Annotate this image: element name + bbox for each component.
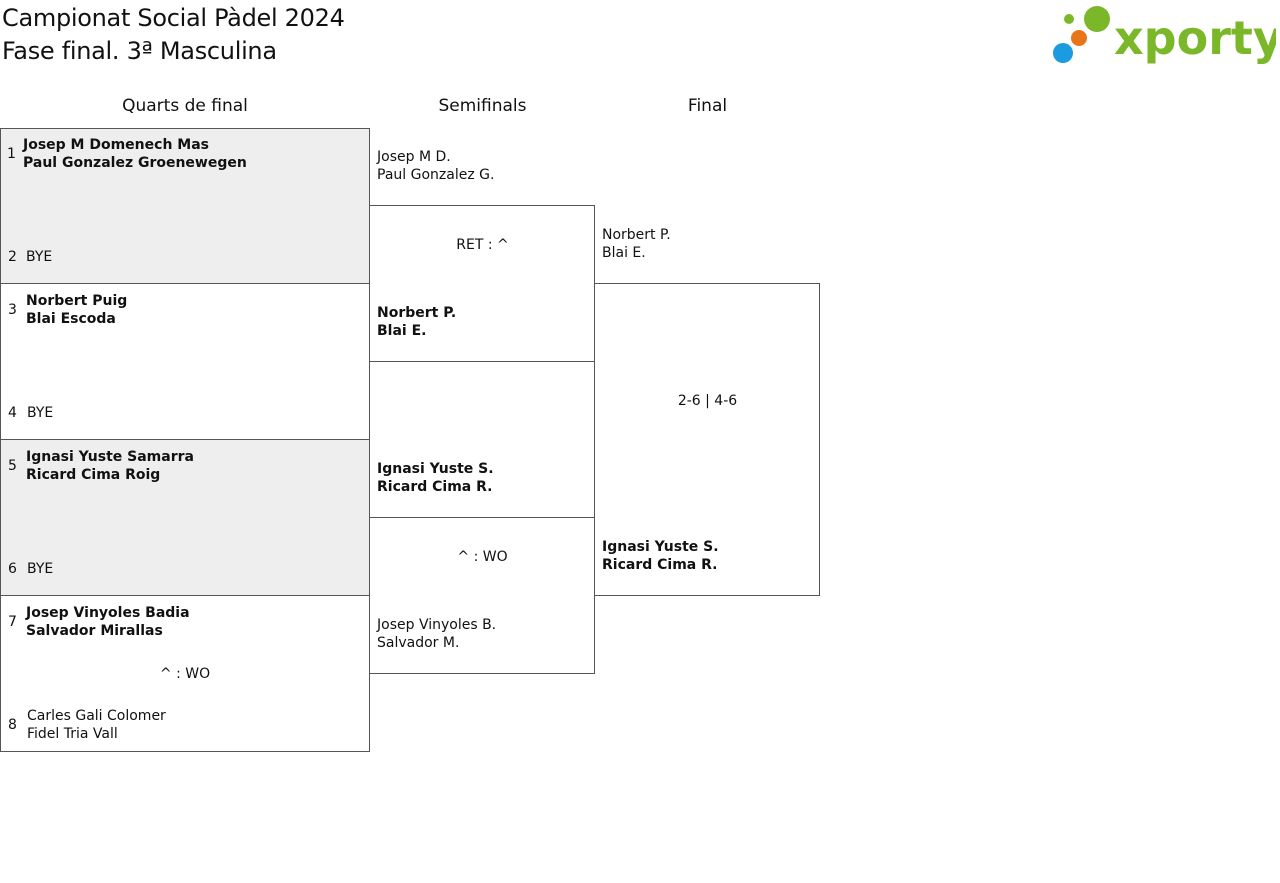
team-entry: Norbert P. Blai E. [377,304,456,340]
player-name: Josep Vinyoles B. [377,617,497,633]
team-entry: Norbert Puig Blai Escoda [26,292,127,328]
xporty-logo: xporty [1053,6,1276,65]
seed-number: 4 [8,405,17,421]
seed-number: 2 [8,249,17,265]
final-match [594,283,820,596]
round-header-semis: Semifinals [438,96,527,116]
player-name: Fidel Tria Vall [27,726,118,742]
match-score: 2-6 | 4-6 [677,393,738,409]
player-name: Ricard Cima R. [377,479,493,495]
player-name: Norbert P. [377,305,457,321]
team-entry: Ignasi Yuste Samarra Ricard Cima Roig [26,448,194,484]
match-score: RET : ^ [456,237,509,253]
seed-number: 3 [8,302,17,318]
logo-dot-green-large [1084,6,1110,32]
player-name: Josep M Domenech Mas [23,137,209,153]
player-name: Blai E. [602,245,646,261]
team-entry: Josep M Domenech Mas Paul Gonzalez Groen… [23,136,247,172]
match-score: ^ : WO [457,549,508,565]
team-entry: BYE [26,248,52,266]
logo-dot-blue [1053,43,1073,63]
team-entry: Norbert P. Blai E. [602,226,671,262]
team-entry: BYE [27,404,53,422]
player-name: Norbert Puig [26,293,128,309]
title-line-1: Campionat Social Pàdel 2024 [2,4,345,32]
player-name: Ignasi Yuste Samarra [26,449,194,465]
team-entry: Josep Vinyoles B. Salvador M. [377,616,496,652]
team-entry: BYE [27,560,53,578]
player-name: Carles Gali Colomer [27,708,166,724]
title-line-2: Fase final. 3ª Masculina [2,37,277,65]
team-entry: Josep M D. Paul Gonzalez G. [377,148,494,184]
round-header-quarters: Quarts de final [122,96,248,116]
seed-number: 1 [7,146,16,162]
player-name: Paul Gonzalez Groenewegen [23,155,247,171]
player-name: Ignasi Yuste S. [602,539,719,555]
team-entry: Carles Gali Colomer Fidel Tria Vall [27,707,166,743]
match-score: ^ : WO [159,666,211,682]
team-entry: Josep Vinyoles Badia Salvador Mirallas [26,604,190,640]
round-header-final: Final [687,96,728,116]
player-name: Ricard Cima R. [602,557,718,573]
logo-wordmark: xporty [1114,11,1276,65]
player-name: Ricard Cima Roig [26,467,161,483]
quarter-match-3 [0,439,370,596]
player-name: Ignasi Yuste S. [377,461,494,477]
player-name: Paul Gonzalez G. [377,167,495,183]
page-title: Campionat Social Pàdel 2024 Fase final. … [2,2,345,68]
team-entry: Ignasi Yuste S. Ricard Cima R. [377,460,494,496]
player-name: BYE [27,561,54,577]
logo-dot-green-small [1064,14,1074,24]
player-name: Blai Escoda [26,311,116,327]
player-name: Blai E. [377,323,427,339]
seed-number: 5 [8,458,17,474]
seed-number: 7 [8,614,17,630]
player-name: Salvador Mirallas [26,623,163,639]
seed-number: 8 [8,717,17,733]
player-name: Salvador M. [377,635,460,651]
player-name: Josep M D. [377,149,451,165]
player-name: BYE [27,405,54,421]
logo-dot-orange [1071,30,1087,46]
seed-number: 6 [8,561,17,577]
player-name: Josep Vinyoles Badia [26,605,190,621]
player-name: BYE [26,249,53,265]
player-name: Norbert P. [602,227,671,243]
team-entry: Ignasi Yuste S. Ricard Cima R. [602,538,719,574]
quarter-match-1 [0,128,370,284]
